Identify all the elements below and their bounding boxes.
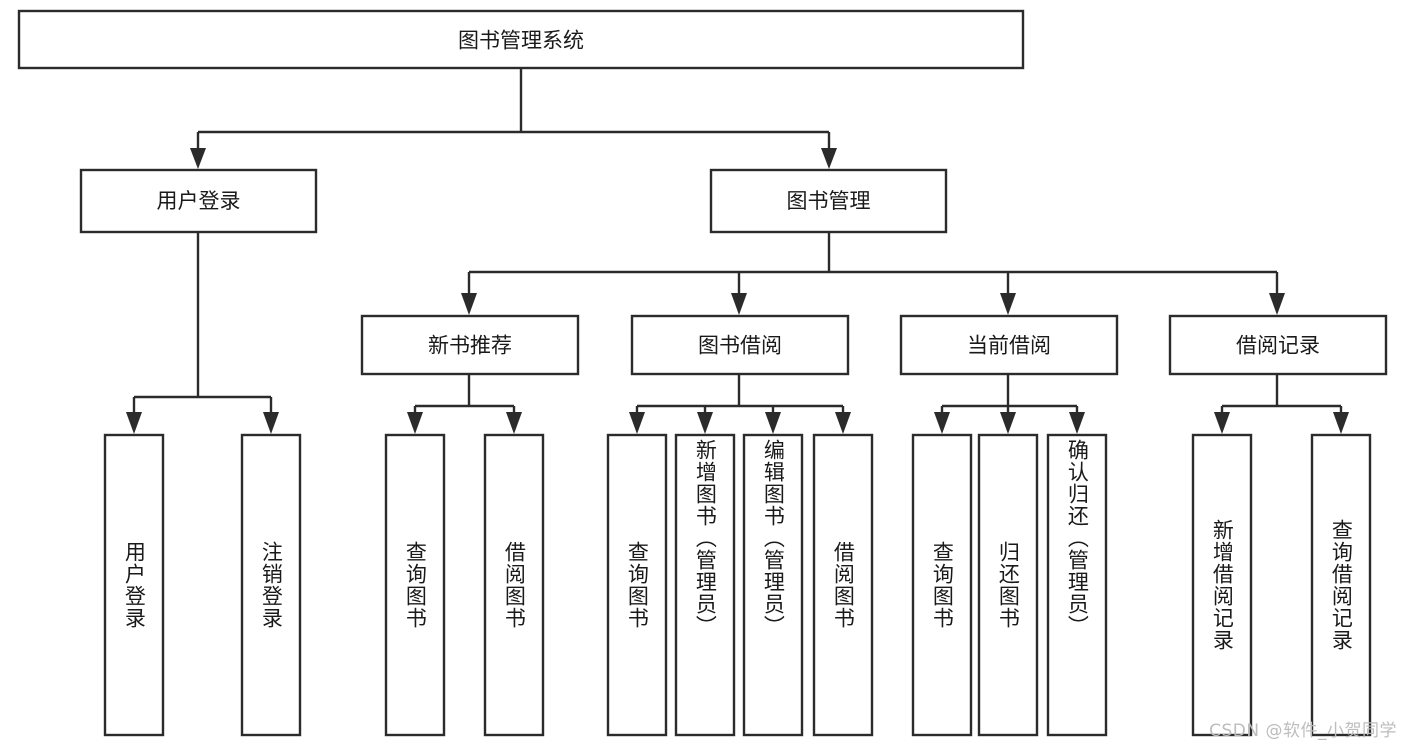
- arrowhead-bookmgmt-record: [1269, 293, 1285, 315]
- node-box-leaf-user-logout[interactable]: [240, 433, 302, 737]
- arrowhead-bookmgmt-current: [1000, 293, 1016, 315]
- arrowhead-borrow-leaf2: [697, 412, 713, 434]
- arrowhead-current-leaf2: [1000, 412, 1016, 434]
- node-box-leaf-query-book-1[interactable]: [384, 433, 446, 737]
- csdn-watermark: CSDN @软件_小贺同学: [1209, 721, 1397, 741]
- node-label-borrow-record: 借阅记录: [1236, 334, 1320, 358]
- node-box-leaf-user-login[interactable]: [103, 433, 165, 737]
- node-box-root[interactable]: [17, 9, 1025, 70]
- node-box-leaf-query-book-3[interactable]: [911, 433, 973, 737]
- node-box-leaf-borrow-book-1[interactable]: [483, 433, 545, 737]
- arrowhead-record-leaf1: [1214, 412, 1230, 434]
- node-box-leaf-add-book[interactable]: [674, 433, 736, 737]
- node-box-leaf-query-record[interactable]: [1310, 433, 1372, 737]
- node-box-new-book-recommend[interactable]: [360, 314, 580, 376]
- arrowhead-recommend-leaf1: [407, 412, 423, 434]
- arrowhead-borrow-leaf4: [835, 412, 851, 434]
- node-box-book-management[interactable]: [709, 168, 948, 234]
- node-group: 图书管理系统 用户登录 图书管理 新书推荐 图书借阅 当前借阅 借阅记录: [17, 9, 1388, 737]
- node-label-book-borrow: 图书借阅: [698, 334, 782, 358]
- arrowhead-current-leaf1: [934, 412, 950, 434]
- arrowhead-borrow-leaf1: [629, 412, 645, 434]
- arrowhead-current-leaf3: [1069, 412, 1085, 434]
- node-box-current-borrow[interactable]: [899, 314, 1119, 376]
- node-box-leaf-return-book[interactable]: [977, 433, 1039, 737]
- edge-group: [126, 69, 1349, 434]
- node-box-borrow-record[interactable]: [1168, 314, 1388, 376]
- node-box-leaf-add-record[interactable]: [1191, 433, 1253, 737]
- arrowhead-record-leaf2: [1333, 412, 1349, 434]
- arrowhead-userlogin-leaf2: [263, 412, 279, 434]
- arrowhead-root-to-bookmgmt: [821, 148, 837, 169]
- node-box-leaf-borrow-book-2[interactable]: [812, 433, 874, 737]
- node-box-book-borrow[interactable]: [630, 314, 850, 376]
- node-label-book-management: 图书管理: [787, 189, 871, 213]
- node-box-user-login[interactable]: [79, 168, 318, 234]
- arrowhead-bookmgmt-borrow: [731, 293, 747, 315]
- node-label-new-book-recommend: 新书推荐: [428, 334, 512, 358]
- node-label-user-login: 用户登录: [157, 189, 241, 213]
- node-box-leaf-edit-book[interactable]: [742, 433, 804, 737]
- arrowhead-root-to-userlogin: [190, 148, 206, 169]
- arrowhead-recommend-leaf2: [506, 412, 522, 434]
- node-box-leaf-query-book-2[interactable]: [606, 433, 668, 737]
- arrowhead-borrow-leaf3: [765, 412, 781, 434]
- node-box-leaf-confirm-return[interactable]: [1046, 433, 1108, 737]
- node-label-root: 图书管理系统: [458, 29, 584, 53]
- node-label-current-borrow: 当前借阅: [967, 334, 1051, 358]
- arrowhead-userlogin-leaf1: [126, 412, 142, 434]
- arrowhead-bookmgmt-recommend: [461, 293, 477, 315]
